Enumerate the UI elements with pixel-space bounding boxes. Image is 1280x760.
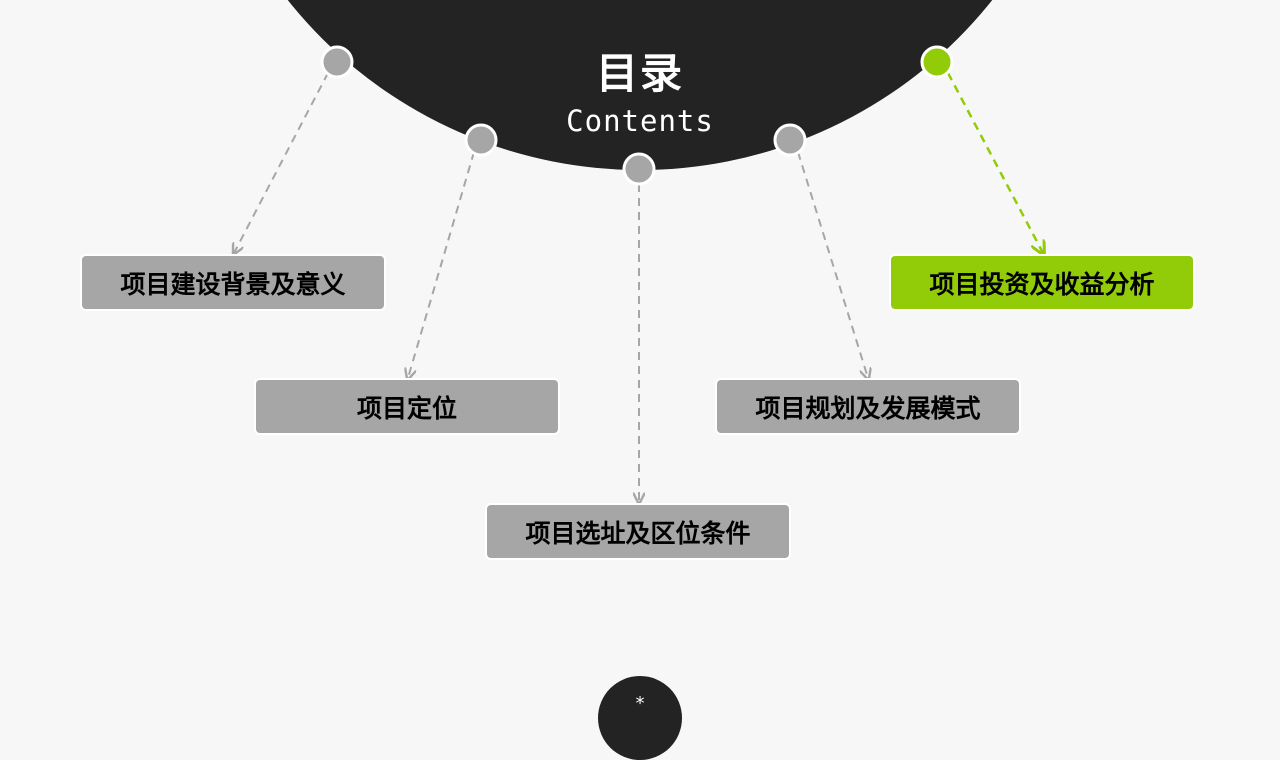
connector-line-5 <box>946 72 1043 253</box>
connector-line-2 <box>408 151 475 378</box>
connector-node-5-active <box>920 45 954 79</box>
connector-node-3 <box>622 152 656 186</box>
connector-node-2 <box>464 123 498 157</box>
connector-line-4 <box>797 151 868 378</box>
contents-item-site-location[interactable]: 项目选址及区位条件 <box>485 503 791 560</box>
page-title: 目录 <box>595 49 684 98</box>
header-circle <box>287 0 993 170</box>
connector-layer <box>0 0 1280 720</box>
connector-node-1 <box>320 45 354 79</box>
contents-item-project-background[interactable]: 项目建设背景及意义 <box>80 254 386 311</box>
connector-node-4 <box>773 123 807 157</box>
contents-item-investment-analysis[interactable]: 项目投资及收益分析 <box>889 254 1195 311</box>
contents-item-project-positioning[interactable]: 项目定位 <box>254 378 560 435</box>
page-subtitle: Contents <box>566 104 714 138</box>
connector-line-1 <box>234 72 329 253</box>
footer-badge: * <box>598 676 682 760</box>
contents-item-planning-model[interactable]: 项目规划及发展模式 <box>715 378 1021 435</box>
